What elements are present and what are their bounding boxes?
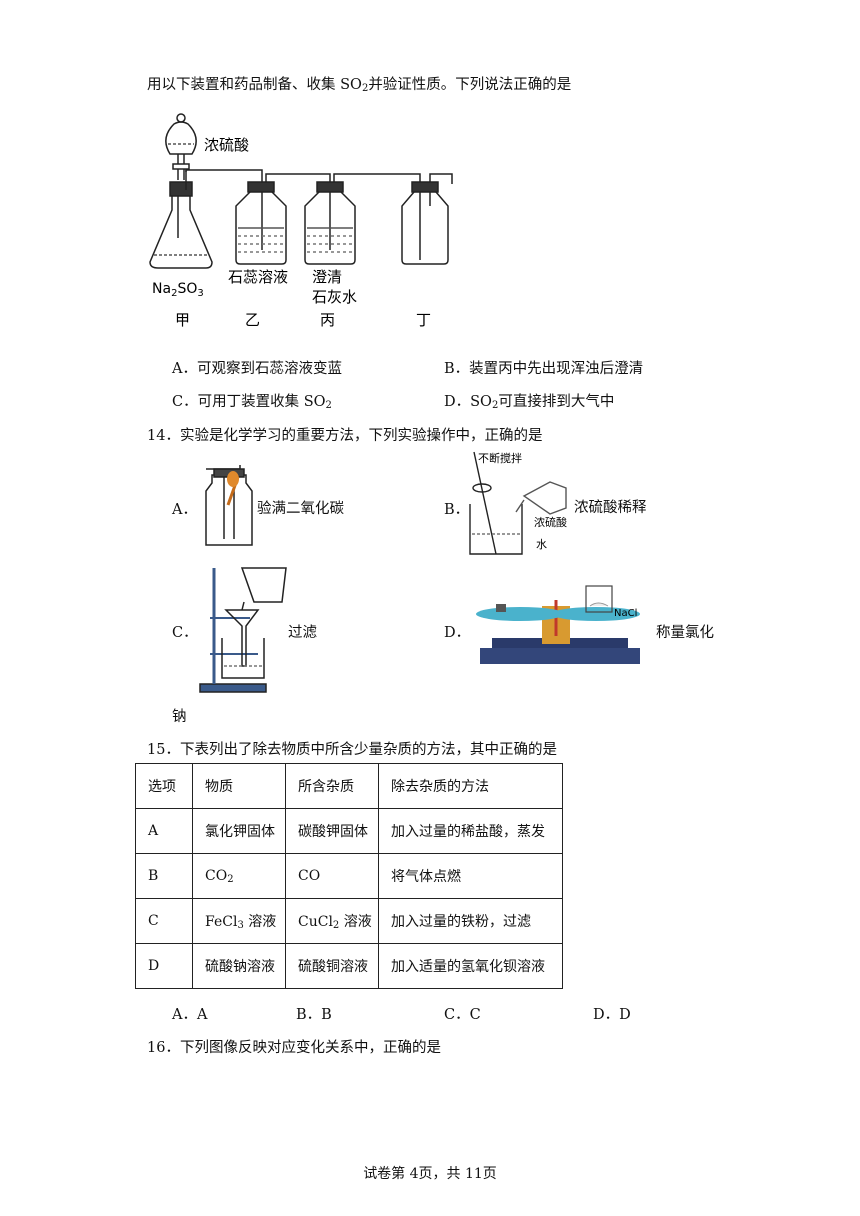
label-lime-2: 石灰水: [312, 288, 357, 306]
q13-apparatus-diagram: 浓硫酸 Na2SO3 石蕊溶液 澄清 石灰水 甲 乙 丙 丁: [149, 113, 453, 329]
bottle-ding-icon: [401, 181, 449, 265]
table-cell: FeCl3 溶液: [192, 898, 286, 944]
table-row: D 硫酸钠溶液 硫酸铜溶液 加入适量的氢氧化钡溶液: [135, 943, 563, 989]
table-cell: 硫酸铜溶液: [285, 943, 379, 989]
label-litmus: 石蕊溶液: [228, 268, 288, 286]
label-lime-1: 澄清: [312, 268, 342, 286]
q15-stem: 15．下表列出了除去物质中所含少量杂质的方法，其中正确的是: [147, 742, 557, 758]
q13-option-c[interactable]: C．可用丁装置收集 SO2: [172, 394, 332, 411]
label-bing: 丙: [320, 311, 335, 329]
table-header: 选项: [135, 763, 193, 809]
label-reagent: Na2SO3: [152, 281, 204, 299]
table-header: 物质: [192, 763, 286, 809]
table-cell: CO2: [192, 853, 286, 899]
label-acid: 浓硫酸: [204, 136, 249, 154]
q16-stem: 16．下列图像反映对应变化关系中，正确的是: [147, 1040, 441, 1056]
label-yi: 乙: [245, 311, 260, 329]
label-jia: 甲: [175, 311, 190, 329]
q13-option-a[interactable]: A．可观察到石蕊溶液变蓝: [172, 361, 342, 377]
table-cell: 加入过量的铁粉，过滤: [378, 898, 563, 944]
q15-option-a[interactable]: A．A: [172, 1007, 208, 1023]
q14-option-c-text: 过滤: [288, 625, 317, 641]
q14-option-a-letter[interactable]: A．: [172, 502, 197, 518]
bottle-bing-icon: [304, 181, 356, 265]
label-ding: 丁: [416, 311, 431, 329]
dilution-diagram: 不断搅拌 浓硫酸 水: [469, 451, 567, 555]
table-row: A 氯化钾固体 碳酸钾固体 加入过量的稀盐酸，蒸发: [135, 808, 563, 854]
table-cell: B: [135, 853, 193, 899]
q15-table: 选项 物质 所含杂质 除去杂质的方法 A 氯化钾固体 碳酸钾固体 加入过量的稀盐…: [135, 763, 563, 989]
q14-option-d-text-continued: 钠: [172, 709, 187, 725]
table-cell: CuCl2 溶液: [285, 898, 379, 944]
conical-flask-icon: [149, 170, 213, 269]
table-cell: C: [135, 898, 193, 944]
table-cell: CO: [285, 853, 379, 899]
q15-option-b[interactable]: B．B: [296, 1007, 332, 1023]
table-cell: 氯化钾固体: [192, 808, 286, 854]
q13-option-d[interactable]: D．SO2可直接排到大气中: [444, 394, 615, 411]
q14-option-b-letter[interactable]: B．: [444, 502, 470, 518]
table-header: 除去杂质的方法: [378, 763, 563, 809]
q13-option-b[interactable]: B．装置丙中先出现浑浊后澄清: [444, 361, 644, 377]
label-stir: 不断搅拌: [478, 451, 522, 465]
table-cell: 将气体点燃: [378, 853, 563, 899]
q15-option-c[interactable]: C．C: [444, 1007, 481, 1023]
q14-option-c-letter[interactable]: C．: [172, 625, 198, 641]
table-cell: A: [135, 808, 193, 854]
label-water: 水: [536, 538, 547, 551]
gas-bottle-match-icon: [205, 465, 253, 546]
q14-option-b-text: 浓硫酸稀释: [574, 500, 647, 516]
page-footer: 试卷第 4页，共 11页: [363, 1166, 497, 1182]
filtration-apparatus-icon: [199, 567, 287, 693]
label-conc-acid: 浓硫酸: [534, 515, 567, 529]
table-header-row: 选项 物质 所含杂质 除去杂质的方法: [135, 763, 563, 809]
q14-option-a-text: 验满二氧化碳: [257, 501, 344, 517]
table-row: B CO2 CO 将气体点燃: [135, 853, 563, 899]
q14-option-d-letter[interactable]: D．: [444, 625, 471, 641]
label-nacl: NaCl: [614, 608, 637, 619]
table-cell: 碳酸钾固体: [285, 808, 379, 854]
q13-stem: 用以下装置和药品制备、收集 SO2并验证性质。下列说法正确的是: [147, 77, 572, 94]
q15-option-d[interactable]: D．D: [593, 1007, 631, 1023]
separatory-funnel-icon: [165, 113, 197, 180]
table-cell: 硫酸钠溶液: [192, 943, 286, 989]
q14-option-d-text: 称量氯化: [656, 625, 714, 641]
table-cell: 加入适量的氢氧化钡溶液: [378, 943, 563, 989]
bottle-yi-icon: [235, 181, 287, 265]
table-header: 所含杂质: [285, 763, 379, 809]
table-row: C FeCl3 溶液 CuCl2 溶液 加入过量的铁粉，过滤: [135, 898, 563, 944]
table-cell: 加入过量的稀盐酸，蒸发: [378, 808, 563, 854]
q14-stem: 14．实验是化学学习的重要方法，下列实验操作中，正确的是: [147, 428, 543, 444]
balance-scale-icon: NaCl: [476, 585, 640, 664]
table-cell: D: [135, 943, 193, 989]
